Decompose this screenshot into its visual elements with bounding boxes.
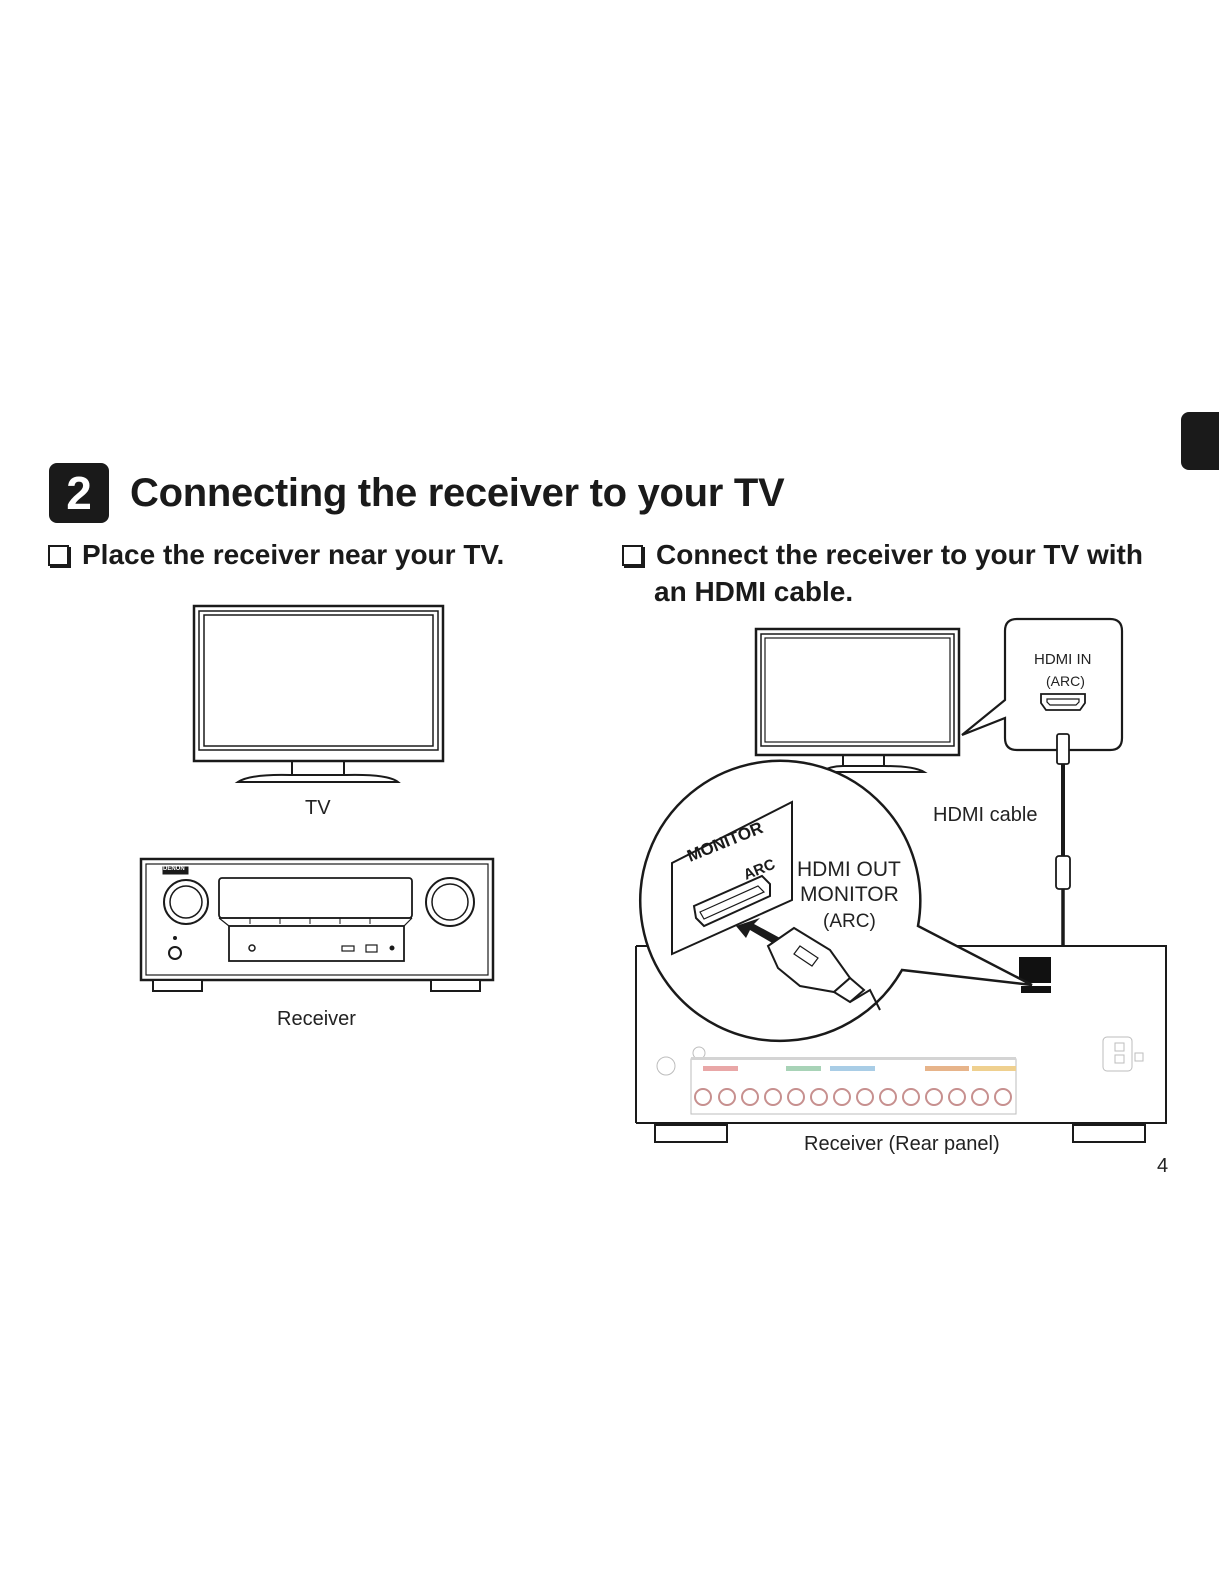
receiver-label: Receiver: [277, 1008, 356, 1031]
tv-illustration: [194, 606, 443, 782]
hdmi-in-label: HDMI IN: [1034, 651, 1092, 668]
hdmi-cable-label: HDMI cable: [933, 804, 1037, 827]
tv-label: TV: [305, 797, 331, 820]
hdmi-out-monitor-label: MONITOR: [800, 883, 899, 907]
hdmi-out-arc-label: (ARC): [823, 911, 876, 933]
page-number: 4: [1157, 1155, 1168, 1178]
hdmi-in-callout: [962, 619, 1122, 750]
hdmi-out-label: HDMI OUT: [797, 858, 901, 882]
receiver-front-illustration: [141, 859, 493, 991]
hdmi-in-arc-label: (ARC): [1046, 673, 1085, 689]
tv-right-illustration: [756, 629, 959, 772]
rear-panel-label: Receiver (Rear panel): [804, 1133, 1000, 1156]
brand-logo-text: DENON: [163, 866, 185, 872]
